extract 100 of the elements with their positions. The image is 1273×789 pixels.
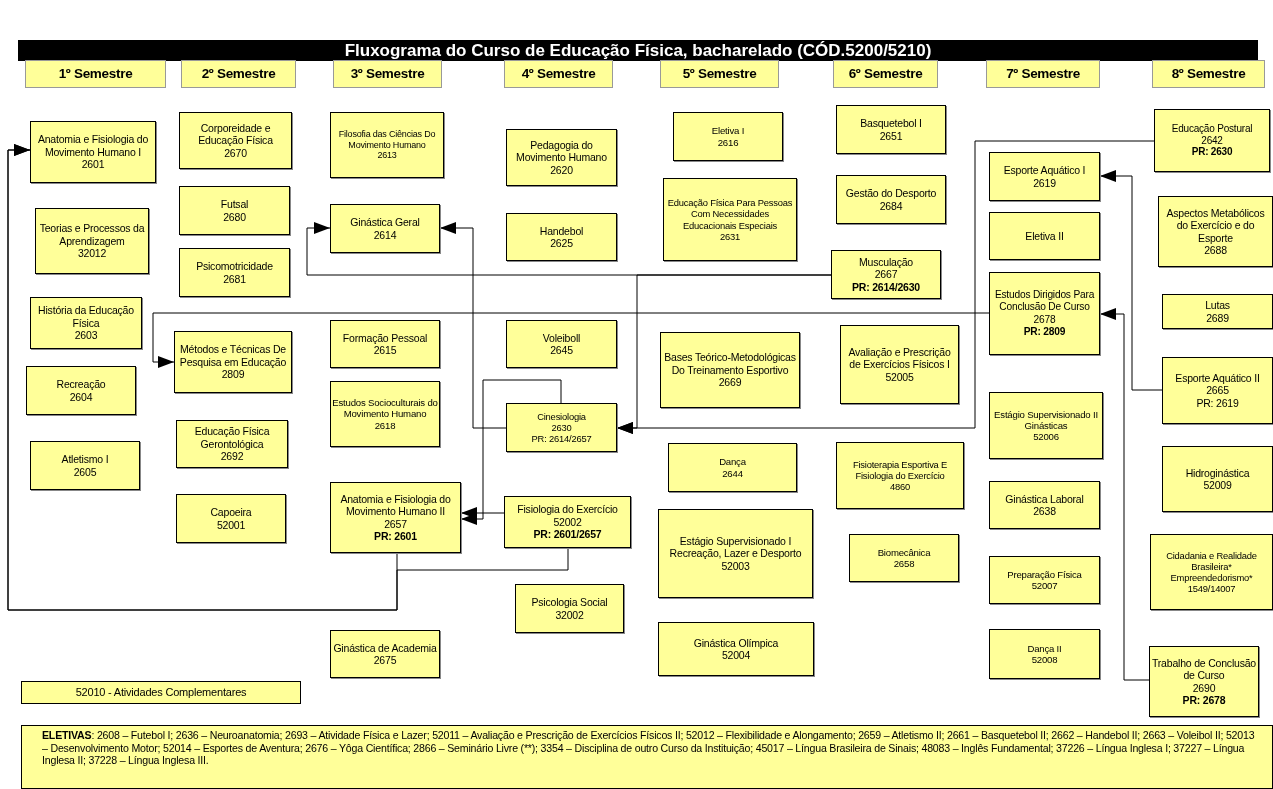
course-box <box>176 420 288 468</box>
course-name: Lutas <box>1205 299 1230 312</box>
course-name: Ginástica Geral <box>350 216 420 229</box>
course-box <box>179 112 292 169</box>
course-name: Cidadania e Realidade Brasileira* Empreendedorismo* <box>1165 549 1258 584</box>
title-banner: Fluxograma do Curso de Educação Física, bacharelado (CÓD.5200/5210) <box>18 40 1258 61</box>
prerequisite: PR: 2614/2657 <box>531 433 592 445</box>
course-box <box>506 129 617 186</box>
course-name: Ginástica Laboral <box>1005 492 1084 505</box>
course-box <box>836 175 946 224</box>
course-code: 2613 <box>377 150 397 161</box>
course-code: 52009 <box>1203 479 1232 492</box>
course-box <box>660 332 800 408</box>
course-box <box>989 556 1100 604</box>
course-box <box>989 481 1100 529</box>
notes-box <box>21 725 1273 789</box>
course-name: Handebol <box>539 224 584 237</box>
course-code: 2651 <box>879 129 903 142</box>
course-name: Teorias e Processos da Aprendizagem <box>38 222 146 248</box>
course-box <box>174 331 292 393</box>
course-box <box>330 204 440 253</box>
course-code: 2667 <box>874 268 898 281</box>
course-name: Recreação <box>56 378 106 391</box>
course-name: Estágio Supervisionado I Recreação, Lazer e Desporto <box>668 534 803 560</box>
course-name: Educação Física Para Pessoas Com Necessidades Educacionais Especiais <box>666 197 794 231</box>
course-code: 2689 <box>1206 311 1229 324</box>
course-code: 2675 <box>373 654 397 667</box>
course-code: 2681 <box>223 272 246 285</box>
course-code: 2692 <box>220 450 244 463</box>
course-name: Educação Física Gerontológica <box>193 425 271 451</box>
course-code: 2618 <box>374 419 396 431</box>
course-name: Dança <box>719 456 746 468</box>
course-code: 52008 <box>1031 654 1058 666</box>
course-name: Avaliação e Prescrição de Exercícios Físicos I <box>847 345 952 371</box>
course-code: 2658 <box>893 558 915 570</box>
semester-title: 4º Semestre <box>521 66 596 82</box>
course-box <box>35 208 149 274</box>
course-box <box>330 482 461 553</box>
course-box <box>840 325 959 404</box>
course-code: 52007 <box>1031 580 1058 592</box>
semester-title: 3º Semestre <box>350 66 425 82</box>
course-box <box>30 121 156 183</box>
course-name: Fisiologia do Exercício <box>517 503 618 516</box>
course-code: 2616 <box>717 136 739 148</box>
course-code: 52006 <box>1033 431 1059 443</box>
prerequisite: PR: 2601/2657 <box>533 528 602 541</box>
course-code: 2605 <box>73 465 97 478</box>
course-name: Aspectos Metabólicos do Exercício e do Esporte <box>1165 206 1266 244</box>
course-name: Fisioterapia Esportiva E Fisiologia do Exercício <box>851 458 949 482</box>
semester-title: 6º Semestre <box>848 66 923 82</box>
course-code: 2603 <box>74 329 98 342</box>
course-code: 2620 <box>550 163 573 177</box>
course-code: 52002 <box>553 515 582 529</box>
course-code: 2614 <box>373 228 397 241</box>
course-code: 52004 <box>721 649 751 662</box>
semester-header <box>1152 60 1265 88</box>
course-name: História da Educação Física <box>37 304 135 330</box>
course-code: 2615 <box>373 344 397 357</box>
semester-header <box>333 60 442 88</box>
prerequisite: PR: 2809 <box>1023 325 1066 338</box>
course-code: 2688 <box>1204 243 1227 257</box>
semester-header <box>181 60 296 88</box>
arrow <box>152 312 990 368</box>
course-name: Cinesiologia <box>537 410 586 422</box>
course-box <box>506 403 617 452</box>
arrow <box>1099 308 1150 681</box>
course-box <box>179 186 290 235</box>
prerequisite: PR: 2614/2630 <box>851 280 920 294</box>
course-name: Métodos e Técnicas De Pesquisa em Educação <box>178 343 288 369</box>
course-name: Atletismo I <box>61 453 109 466</box>
course-box <box>1149 646 1259 717</box>
course-code: 2690 <box>1192 681 1216 694</box>
course-box <box>989 272 1100 355</box>
course-code: 2657 <box>384 517 407 530</box>
course-name: Esporte Aquático I <box>1003 164 1086 177</box>
course-code: 2601 <box>81 158 105 171</box>
course-code: 2645 <box>550 344 573 357</box>
course-name: Eletiva I <box>711 125 745 137</box>
course-code: 4860 <box>889 481 911 493</box>
arrow <box>439 222 507 429</box>
course-name: Educação Postural <box>1171 122 1253 135</box>
course-name: Preparação Física <box>1007 568 1082 580</box>
course-box <box>330 320 440 368</box>
course-name: Hidroginástica <box>1185 466 1250 479</box>
course-name: Bases Teórico-Metodológicas Do Treinamento Esportivo <box>663 351 797 377</box>
course-box <box>1158 196 1273 267</box>
semester-header <box>986 60 1100 88</box>
arrow <box>7 144 569 611</box>
course-box <box>658 622 814 676</box>
course-code: 2644 <box>722 467 743 479</box>
semester-title: 2º Semestre <box>201 66 276 82</box>
course-name: Estudos Socioculturais do Movimento Humano <box>332 397 438 420</box>
course-box <box>330 112 444 178</box>
course-name: Ginástica Olímpica <box>693 636 779 649</box>
course-name: Dança II <box>1027 642 1062 654</box>
semester-title: 1º Semestre <box>58 66 133 82</box>
course-box <box>989 212 1100 260</box>
course-box <box>506 213 617 261</box>
course-box <box>831 250 941 299</box>
arrow <box>460 379 562 525</box>
